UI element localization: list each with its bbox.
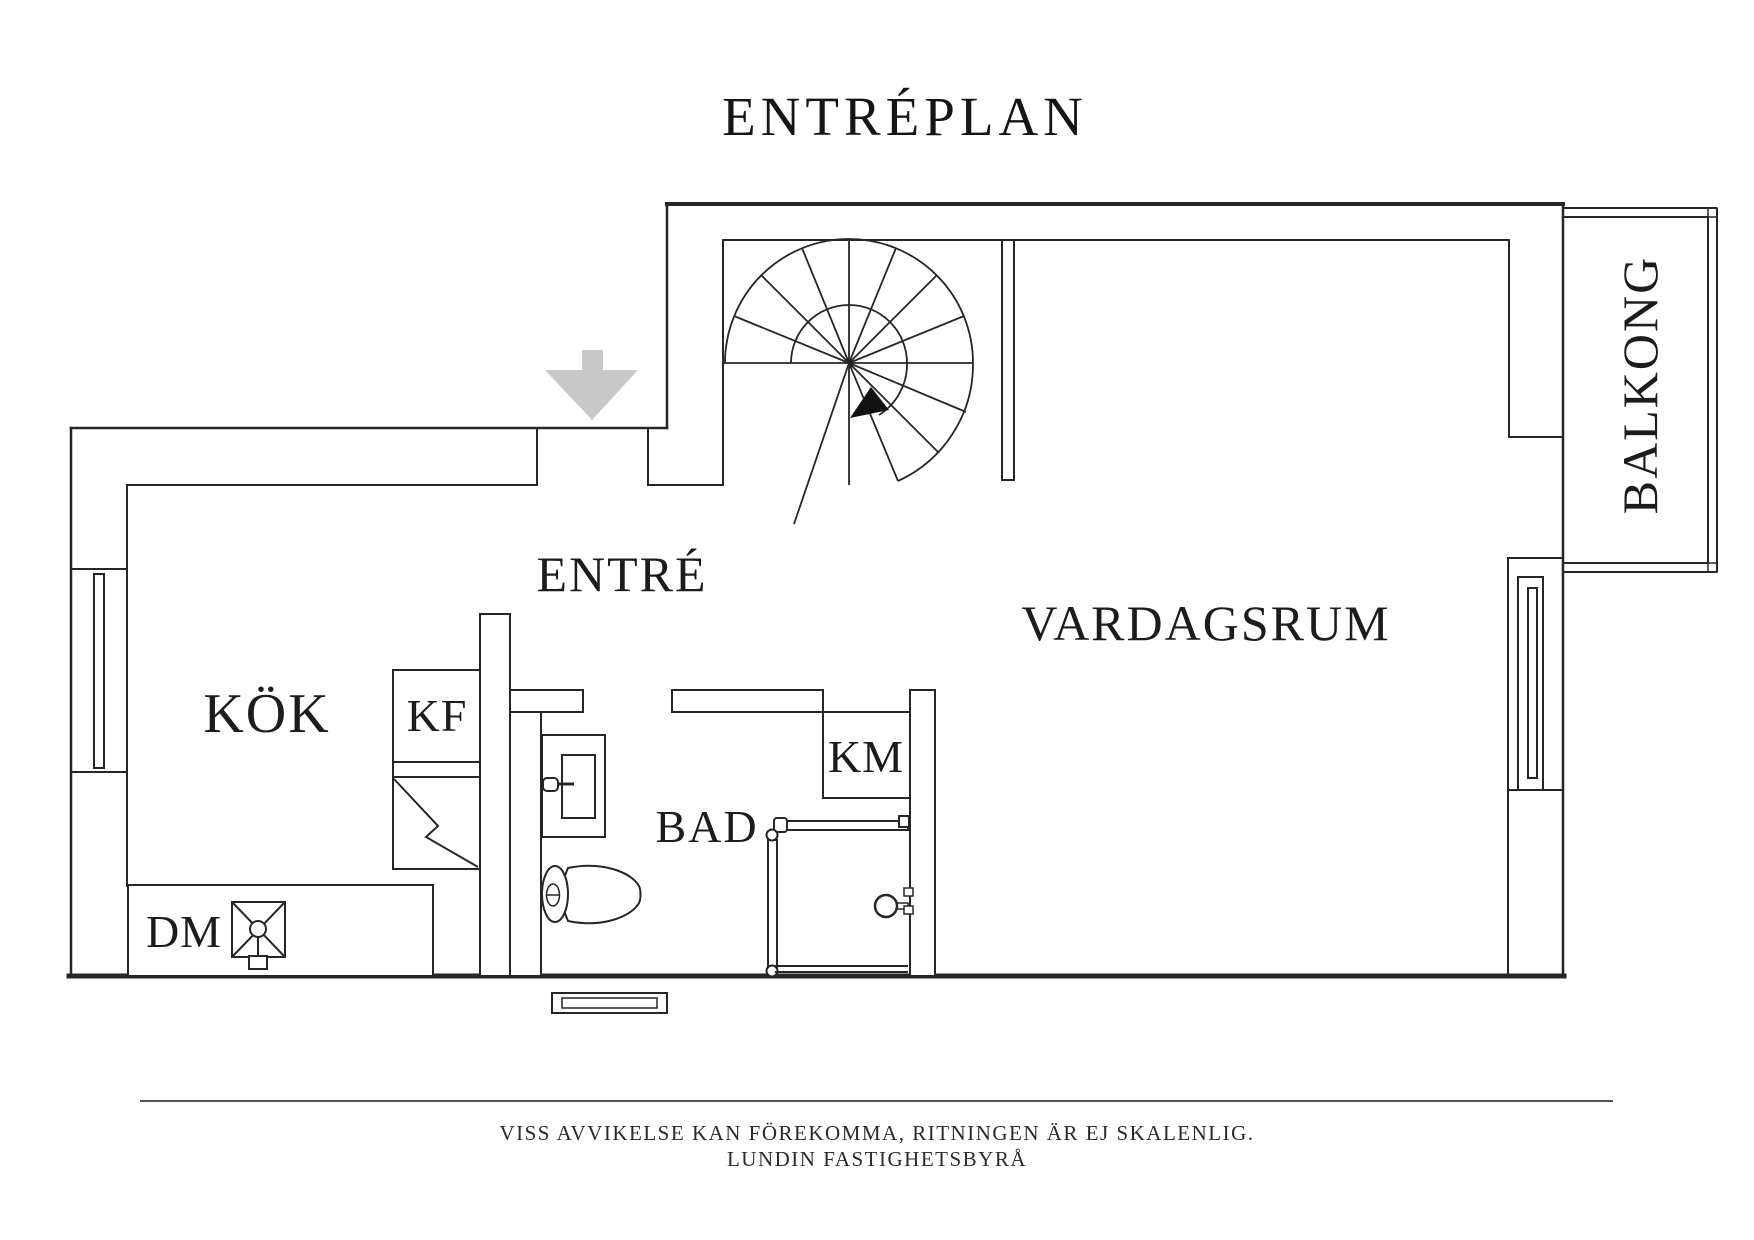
stair-tread <box>801 247 850 364</box>
room-label-km: KM <box>828 731 904 782</box>
washbasin-bowl <box>561 754 596 819</box>
walls <box>66 202 1567 979</box>
shower-glass-top <box>786 820 909 831</box>
balcony-corner-post-top <box>1707 207 1718 218</box>
room-label-bad: BAD <box>655 801 758 852</box>
stair-inner-spiral <box>790 304 908 416</box>
basement-window-inner <box>561 997 658 1009</box>
bath-left-wall <box>509 711 542 977</box>
stair-tread <box>733 315 850 364</box>
left-window-icon <box>93 573 105 769</box>
page-title: ENTRÉPLAN <box>722 86 1088 147</box>
footer-disclaimer: VISS AVVIKELSE KAN FÖREKOMMA, RITNINGEN … <box>499 1121 1254 1145</box>
right-window-icon <box>1527 587 1538 779</box>
bathroom-walls <box>479 613 936 977</box>
bath-top-wall-right <box>671 689 824 713</box>
room-label-dm: DM <box>146 906 222 957</box>
shower-glass-side <box>767 839 778 969</box>
balcony <box>1563 207 1718 573</box>
stair-tread <box>760 274 850 364</box>
shower-bracket-top <box>903 887 914 897</box>
shower-bracket-bottom <box>903 905 914 915</box>
basin-faucet-icon <box>542 777 559 792</box>
bathroom-fixtures <box>541 734 914 978</box>
room-label-kf: KF <box>407 690 468 741</box>
footer-agency: LUNDIN FASTIGHETSBYRÅ <box>727 1147 1027 1171</box>
stair-tread <box>848 362 899 482</box>
drain-icon <box>249 920 267 938</box>
windows <box>71 568 1544 1014</box>
shower-hinge-left <box>773 817 788 833</box>
balcony-corner-post-bottom <box>1707 562 1718 573</box>
hall-kitchen-wall <box>479 613 511 977</box>
stair-direction-arrow-icon <box>850 387 889 418</box>
stair-tread-lower <box>793 362 850 525</box>
bath-top-wall-left <box>509 689 584 713</box>
shower-door-handle-icon <box>873 893 899 919</box>
room-label-entre: ENTRÉ <box>536 546 707 602</box>
shower-hinge-right <box>898 815 910 828</box>
cabinet-diagonal-mark <box>393 778 479 868</box>
stair-tread <box>848 362 940 454</box>
fridge-freezer-icon <box>392 669 481 763</box>
stair-tread <box>848 247 897 364</box>
shower-knob-top <box>765 828 779 842</box>
tap-icon <box>248 955 268 970</box>
bath-right-wall <box>909 689 936 977</box>
stair-tread <box>848 362 967 413</box>
stair-tread <box>848 274 938 364</box>
stair-tread <box>848 315 965 364</box>
room-label-vardagsrum: VARDAGSRUM <box>1021 595 1390 651</box>
washing-machine-icon <box>822 711 911 799</box>
cabinet-shelf <box>392 761 481 778</box>
room-label-balkong: BALKONG <box>1612 256 1668 514</box>
spiral-staircase <box>723 238 974 525</box>
entrance-arrow-icon <box>545 350 638 420</box>
kitchen-fittings <box>127 669 481 977</box>
toilet-bowl-icon <box>561 864 642 925</box>
room-label-kok: KÖK <box>203 683 330 745</box>
stair-outer-spiral <box>724 238 974 482</box>
